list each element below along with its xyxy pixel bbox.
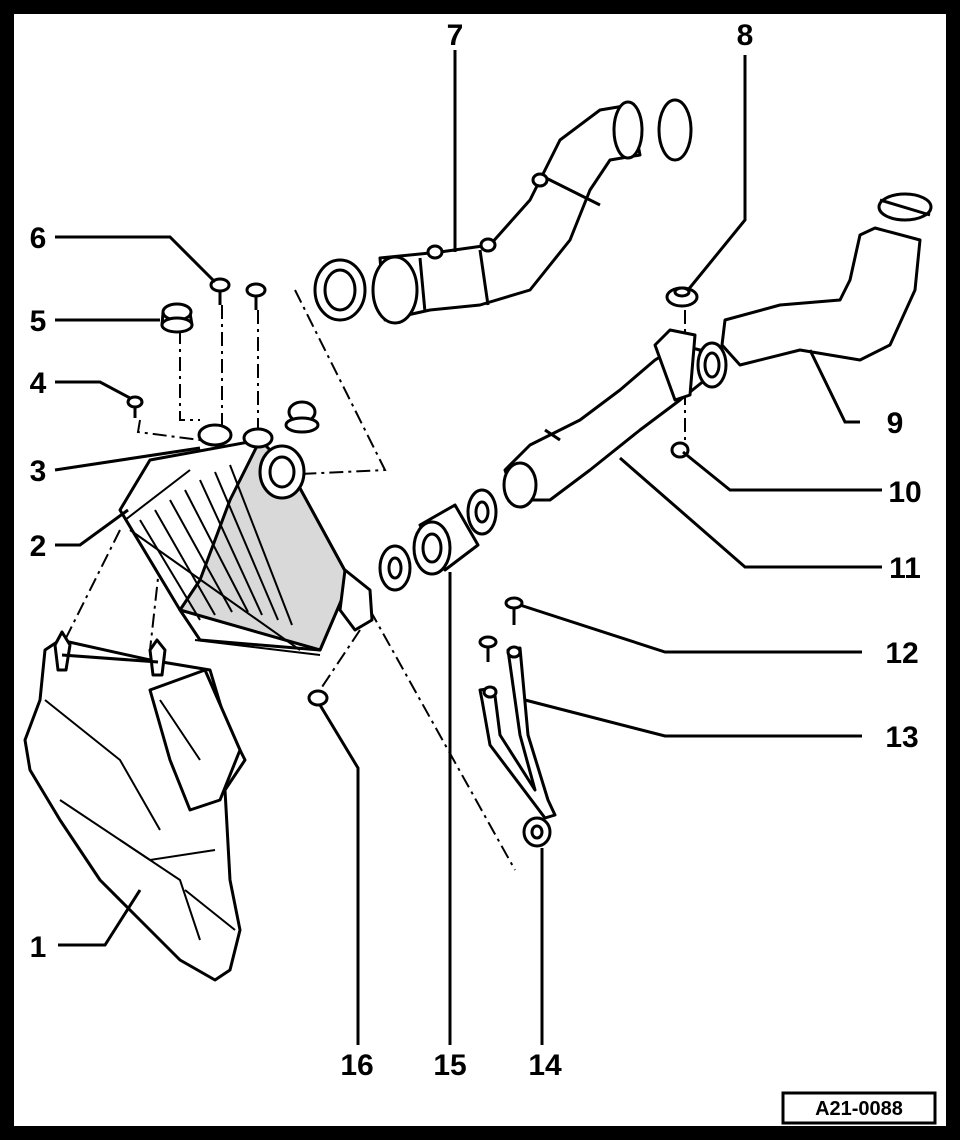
callout-2: 2	[30, 530, 47, 563]
leader-8	[686, 55, 747, 291]
callout-3: 3	[30, 455, 47, 488]
part-9-right-hose	[720, 192, 933, 367]
callout-14: 14	[528, 1049, 562, 1082]
reference-code: A21-0088	[815, 1098, 903, 1120]
part-13-bracket	[478, 645, 557, 820]
leader-4	[55, 380, 131, 400]
callout-9: 9	[887, 407, 904, 440]
part-2-intercooler	[118, 438, 374, 656]
leader-10	[682, 450, 882, 492]
callout-4: 4	[30, 367, 47, 400]
part-12-bolts	[478, 596, 524, 662]
callout-16: 16	[340, 1049, 373, 1082]
callout-6: 6	[30, 222, 47, 255]
part-16-bolt	[307, 689, 329, 707]
callout-10: 10	[888, 476, 921, 509]
part-1-air-duct	[23, 638, 247, 982]
duct-clips	[53, 630, 167, 677]
callout-13: 13	[885, 721, 918, 754]
leader-6	[55, 235, 217, 284]
callout-1: 1	[30, 931, 47, 964]
part-14-nut	[522, 816, 552, 848]
leader-11	[619, 456, 882, 569]
part-11-charge-pipe	[502, 328, 728, 509]
part-4-screw	[126, 395, 144, 418]
callout-11: 11	[889, 552, 921, 585]
leader-2	[55, 508, 129, 547]
leader-3	[54, 446, 201, 472]
callout-15: 15	[433, 1049, 466, 1082]
callout-numbers: 7 8 9 10 11 12 13 14 15 16 1 2 3 4 5 6	[30, 19, 922, 1082]
part-8-grommet	[665, 286, 699, 308]
callout-5: 5	[30, 305, 47, 338]
callout-12: 12	[885, 637, 918, 670]
part-5-rubber-mount	[160, 302, 194, 334]
leader-lines	[54, 50, 882, 1045]
part-3-grommets	[197, 423, 274, 449]
leader-9	[808, 349, 860, 424]
leader-16	[318, 704, 360, 1045]
part-6-bolts	[209, 277, 267, 310]
part-5b-rubber-mount	[284, 400, 320, 434]
leader-13	[524, 698, 862, 738]
callout-7: 7	[447, 19, 464, 52]
reference-code-box: A21-0088	[781, 1091, 937, 1125]
part-15-coupling	[378, 488, 498, 592]
leader-12	[519, 603, 862, 654]
callout-8: 8	[737, 19, 754, 52]
part-7-upper-hose	[313, 98, 693, 325]
leader-1	[58, 889, 142, 947]
